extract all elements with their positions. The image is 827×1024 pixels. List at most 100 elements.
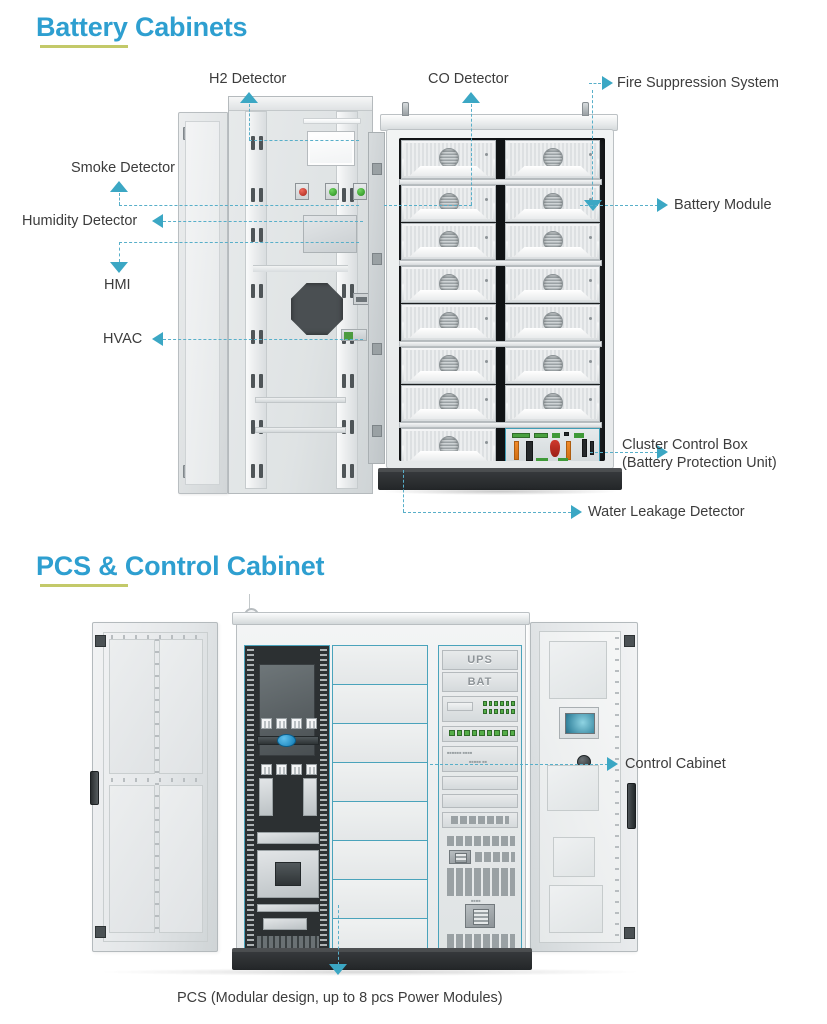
rack-label-bat: BAT [467,676,493,688]
door-latch-icon [186,295,199,325]
leader-co-detector [471,104,472,205]
battery-cabinet-door-left [178,112,228,494]
battery-cabinet-illustration [178,96,622,501]
label-plate [263,918,307,930]
arrow-right-battery-module [657,198,668,212]
battery-panel [442,672,518,692]
lifting-lug-icon [582,102,589,116]
door-pane [159,639,203,774]
door-hinge-icon [624,927,635,939]
battery-module [401,347,496,384]
hvac-fan-icon [291,283,343,335]
leader-fire-suppression-1 [589,83,601,84]
leader-co-detector-2 [384,205,472,206]
cabinet-shell [386,129,614,469]
arrow-left-humidity-detector [152,214,163,228]
door-hinge-icon [624,635,635,647]
terminal-strip [257,904,319,912]
door-hinge-icon [183,127,193,140]
door-rivets [615,637,619,937]
battery-cabinet-control-panel [228,96,423,494]
leader-pcs-caption [338,905,339,965]
leader-hmi-2 [119,242,120,262]
arrow-up-smoke-detector [110,181,128,192]
pcs-cabinet-illustration: UPS BAT ■■■■■■ ■■■■ ■■■■■ ■■ [90,594,652,980]
power-module-slot [333,763,427,802]
callout-label-cluster-control-box-line2: (Battery Protection Unit) [622,455,777,471]
leader-hvac [163,339,363,340]
leader-smoke-detector-2 [119,205,359,206]
callout-label-control-cabinet: Control Cabinet [625,756,726,772]
door-pane [549,641,607,699]
door-rivets [155,639,159,933]
battery-module [401,140,496,179]
battery-module [401,185,496,222]
terminal-strip [257,832,319,844]
leader-water-leakage-1 [403,470,404,512]
pcs-power-module-bay [332,645,428,957]
meter-unit [449,850,471,864]
disconnect-handle[interactable] [277,734,296,747]
pcs-base-plinth [232,948,532,970]
battery-module [505,140,600,179]
component-array [447,836,515,846]
battery-cabinet-door-right [368,132,385,464]
indicator-button-row[interactable] [295,183,369,201]
battery-module [505,304,600,341]
door-pane [553,837,595,877]
leader-h2-detector [249,104,250,140]
battery-module [401,304,496,341]
lifting-hook-icon [244,594,259,623]
ups-panel [442,650,518,670]
callout-label-cluster-control-box: Cluster Control Box [622,437,748,453]
control-cabinet-hmi[interactable] [559,707,599,739]
door-frame [103,632,208,942]
pcs-door-left [90,622,218,952]
door-hinge-icon [183,465,193,478]
panel-divider [253,265,348,272]
door-pane [547,765,599,811]
section-title-battery-cabinets: Battery Cabinets [36,12,248,42]
led-row [483,709,516,714]
leader-control-cabinet [430,764,608,765]
battery-module [505,347,600,384]
section-title-pcs-control-cabinet: PCS & Control Cabinet [36,551,325,581]
title-underline-battery [40,45,128,48]
indicator-lamp-green[interactable] [353,183,367,200]
callout-label-hmi: HMI [104,277,131,293]
blank-panel [442,794,518,808]
door-handle-right[interactable] [627,783,636,829]
battery-rack-interior [399,138,605,461]
terminal-matrix [447,868,515,896]
door-pane [159,785,203,933]
blank-panel [442,776,518,790]
battery-module [505,385,600,422]
leader-fire-suppression-2 [592,90,593,210]
arrow-right-cluster-control-box [657,445,668,459]
arrow-up-co-detector [462,92,480,103]
door-hinge-icon [95,926,106,938]
indicator-lamp-green[interactable] [325,183,339,200]
callout-label-h2-detector: H2 Detector [209,71,287,87]
cabinet-base-plinth [378,468,622,490]
power-module-slot [333,724,427,763]
callout-label-humidity-detector: Humidity Detector [22,213,138,229]
battery-module [401,223,496,260]
indicator-lamp-red[interactable] [295,183,309,200]
display-window [447,702,473,711]
rack-shelf [399,422,602,428]
door-handle-left[interactable] [90,771,99,805]
door-hinge-icon [95,635,106,647]
hmi-screen-graphic [565,713,595,734]
callout-label-co-detector: CO Detector [428,71,509,87]
leader-humidity-detector [163,221,363,222]
arrow-right-control-cabinet [607,757,618,771]
power-module-slot [333,646,427,685]
center-post [496,138,505,461]
hmi-display[interactable] [307,131,355,166]
cluster-control-box-unit [505,428,600,461]
battery-cabinet-body [368,96,622,501]
light-fixture [303,118,361,124]
led-row [449,730,516,736]
